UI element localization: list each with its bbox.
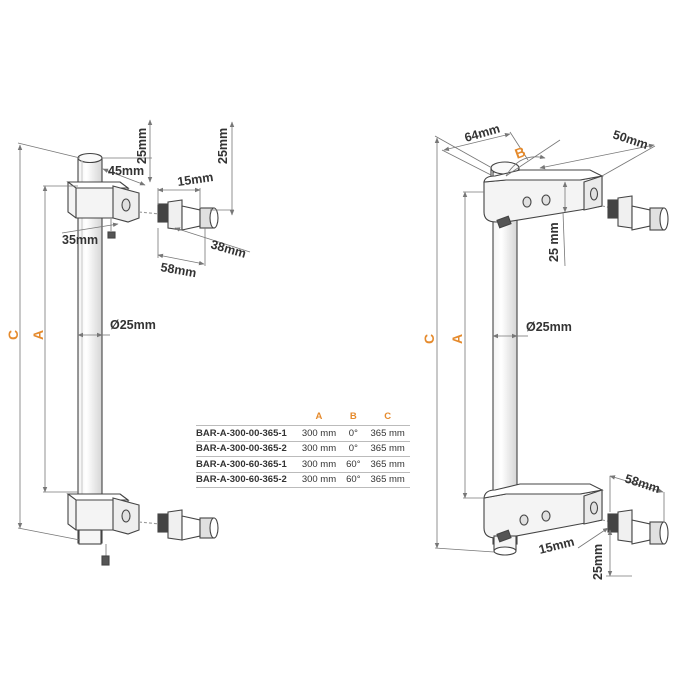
- spec-header-code: [196, 409, 297, 426]
- left-base-width-label: 58mm: [159, 260, 197, 280]
- right-set-screw-top: [496, 215, 512, 229]
- right-top-fixing: [601, 195, 669, 231]
- left-dimensions: [17, 119, 251, 541]
- right-angle-label: B: [513, 143, 528, 161]
- right-top-bracket: [483, 169, 604, 223]
- left-set-screw-bottom: [101, 544, 110, 566]
- spec-table: A B C BAR-A-300-00-365-1 300 mm 0° 365 m…: [196, 409, 410, 488]
- table-row: BAR-A-300-00-365-1 300 mm 0° 365 mm: [196, 425, 410, 441]
- spec-header-c: C: [384, 410, 392, 422]
- spec-header-a: A: [315, 410, 323, 422]
- right-letter-a: A: [449, 334, 465, 344]
- left-set-screw-top: [107, 218, 116, 239]
- left-bottom-block: [66, 493, 140, 535]
- spec-b: 0°: [341, 425, 366, 441]
- left-top-height-label: 25mm: [135, 128, 149, 164]
- right-view: [483, 161, 669, 556]
- right-diameter-label: Ø25mm: [526, 320, 572, 334]
- spec-header-b: B: [349, 410, 357, 422]
- spec-c: 365 mm: [365, 456, 410, 472]
- right-labels: 64mm B 50mm 25 mm Ø25mm A C 58mm 15mm 25…: [421, 121, 662, 580]
- table-row: BAR-A-300-00-365-2 300 mm 0° 365 mm: [196, 440, 410, 457]
- spec-c: 365 mm: [365, 440, 410, 457]
- spec-c: 365 mm: [365, 425, 410, 441]
- left-bottom-fixing: [138, 509, 219, 541]
- right-base-width-label: 58mm: [623, 472, 662, 496]
- right-dimensions: [434, 131, 665, 577]
- left-view: [66, 152, 219, 566]
- right-spacer-label: 15mm: [537, 535, 575, 557]
- spec-a: 300 mm: [296, 425, 342, 441]
- right-tube: [492, 171, 518, 545]
- table-row: BAR-A-300-60-365-1 300 mm 60° 365 mm: [196, 456, 410, 472]
- spec-code: BAR-A-300-00-365-2: [196, 440, 297, 457]
- spec-a: 300 mm: [296, 456, 342, 472]
- spec-code: BAR-A-300-60-365-2: [196, 471, 297, 488]
- right-bracket-width-label: 64mm: [463, 121, 502, 144]
- left-diameter-label: Ø25mm: [110, 318, 156, 332]
- left-pin-height-label: 25mm: [216, 128, 230, 164]
- spec-code: BAR-A-300-60-365-1: [196, 456, 297, 472]
- spec-a: 300 mm: [296, 471, 342, 488]
- table-row: BAR-A-300-60-365-2 300 mm 60° 365 mm: [196, 471, 410, 488]
- left-top-fixing: [138, 199, 219, 231]
- left-spacer-label: 15mm: [176, 170, 214, 189]
- right-letter-c: C: [421, 334, 437, 344]
- left-block-width-label: 45mm: [108, 164, 144, 178]
- left-labels: 25mm 25mm 45mm 15mm 35mm 38mm 58mm Ø25mm…: [5, 128, 248, 340]
- spec-b: 0°: [341, 440, 366, 457]
- spec-code: BAR-A-300-00-365-1: [196, 425, 297, 441]
- right-arm-length-label: 50mm: [611, 128, 650, 152]
- left-letter-c: C: [5, 330, 21, 340]
- left-fixing-depth-label: 38mm: [209, 237, 248, 260]
- left-top-block: [66, 181, 140, 223]
- right-pin-height-label: 25 mm: [547, 222, 561, 262]
- spec-b: 60°: [341, 456, 366, 472]
- right-bottom-height-label: 25mm: [591, 544, 605, 580]
- spec-c: 365 mm: [365, 471, 410, 488]
- right-bottom-bracket: [483, 483, 604, 539]
- right-set-screw-bottom: [496, 529, 512, 543]
- left-offset-label: 35mm: [62, 233, 98, 247]
- spec-b: 60°: [341, 471, 366, 488]
- left-letter-a: A: [30, 330, 46, 340]
- spec-table-header: A B C: [196, 409, 410, 426]
- right-bottom-fixing: [601, 509, 669, 545]
- spec-a: 300 mm: [296, 440, 342, 457]
